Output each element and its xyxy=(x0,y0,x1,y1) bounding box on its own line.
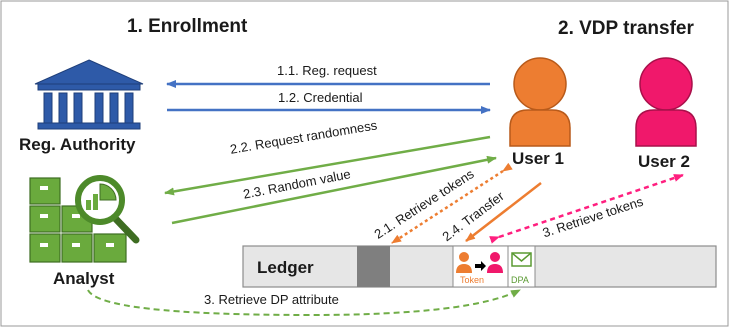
reg-request-label: 1.1. Reg. request xyxy=(277,63,377,78)
ledger-block xyxy=(357,246,390,287)
user1-label: User 1 xyxy=(512,149,564,168)
arrow-request-randomness xyxy=(164,135,491,196)
person-icon xyxy=(635,57,697,147)
dpa-entry xyxy=(507,245,536,288)
vdp-transfer-heading: 2. VDP transfer xyxy=(558,18,694,39)
ledger-label: Ledger xyxy=(257,258,314,277)
enrollment-heading: 1. Enrollment xyxy=(127,16,248,37)
token-label: Token xyxy=(460,275,485,285)
credential-label: 1.2. Credential xyxy=(278,90,363,105)
analyst-label: Analyst xyxy=(53,269,115,288)
retrieve-dp-attribute-label: 3. Retrieve DP attribute xyxy=(204,292,339,307)
magnifier-boxes-chart-icon xyxy=(29,175,140,263)
person-to-person-icon xyxy=(456,252,503,273)
user2-label: User 2 xyxy=(638,152,690,171)
envelope-icon xyxy=(511,252,532,267)
arrow-retrieve-dp-attribute xyxy=(87,289,521,317)
person-icon xyxy=(509,57,571,147)
reg-authority-label: Reg. Authority xyxy=(19,135,136,154)
dpa-label: DPA xyxy=(511,275,529,285)
arrow-retrieve-tokens-user1 xyxy=(391,162,513,245)
bank-building-icon xyxy=(34,59,144,130)
